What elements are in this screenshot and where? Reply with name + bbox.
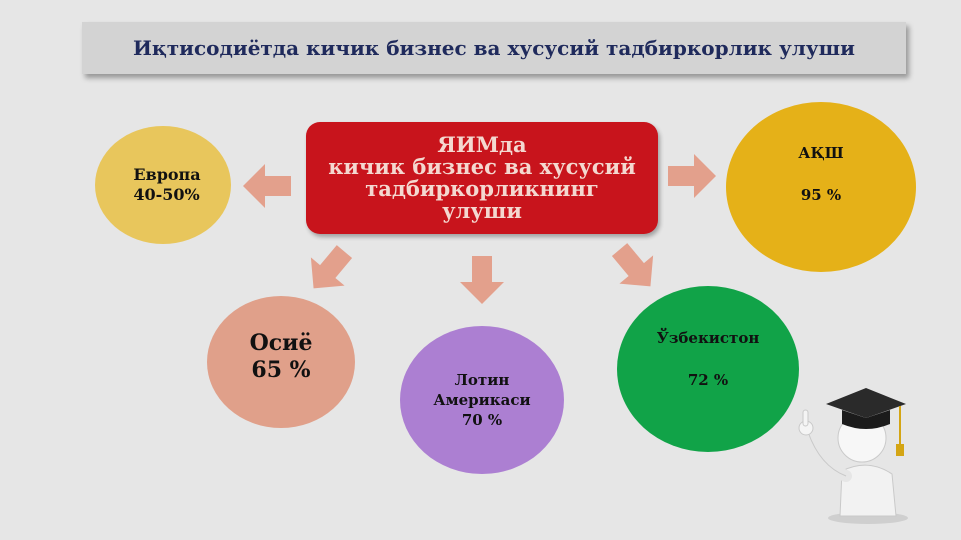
- center-line-3: тадбиркорликнинг: [365, 176, 599, 201]
- latam-circle: Лотин Америкаси 70 %: [400, 326, 564, 474]
- center-line-2: кичик бизнес ва хусусий: [328, 154, 636, 179]
- usa-circle: АҚШ 95 %: [726, 102, 916, 272]
- asia-circle: Осиё 65 %: [207, 296, 355, 428]
- usa-value: 95 %: [800, 186, 842, 204]
- arrow-to-uzbekistan: [602, 235, 668, 301]
- title-banner: Иқтисодиётда кичик бизнес ва хусусий тад…: [82, 22, 906, 74]
- europe-label: Европа: [133, 165, 201, 184]
- center-line-4: улуши: [442, 198, 522, 223]
- asia-value: 65 %: [251, 357, 311, 383]
- uzbekistan-label: Ўзбекистон: [656, 329, 760, 347]
- center-box: ЯИМда кичик бизнес ва хусусий тадбиркорл…: [306, 122, 658, 234]
- arrow-to-europe: [243, 164, 291, 208]
- arrow-to-usa: [668, 154, 716, 198]
- uzbekistan-value: 72 %: [687, 371, 729, 389]
- latam-label-2: Америкаси: [433, 391, 531, 409]
- latam-value: 70 %: [461, 411, 503, 429]
- arrow-to-latam: [460, 256, 504, 304]
- asia-label: Осиё: [249, 330, 313, 356]
- arrow-to-asia: [296, 237, 362, 303]
- latam-label-1: Лотин: [454, 371, 510, 389]
- europe-value: 40-50%: [133, 185, 200, 204]
- uzbekistan-circle: Ўзбекистон 72 %: [617, 286, 799, 452]
- center-line-1: ЯИМда: [437, 132, 527, 157]
- europe-circle: Европа 40-50%: [95, 126, 231, 244]
- usa-label: АҚШ: [798, 144, 844, 162]
- page-title: Иқтисодиётда кичик бизнес ва хусусий тад…: [133, 36, 855, 60]
- graduate-mascot-icon: [798, 388, 908, 524]
